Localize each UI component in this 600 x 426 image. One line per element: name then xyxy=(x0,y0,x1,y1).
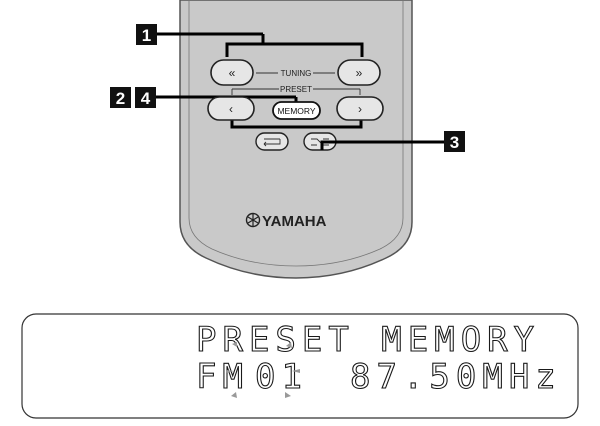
tuning-bracket xyxy=(225,42,364,57)
callout-1-box xyxy=(136,24,157,45)
callout-3-box xyxy=(444,131,465,152)
callout-2-label: 2 xyxy=(116,89,125,108)
display-panel xyxy=(21,313,579,419)
tuning-fork-icon xyxy=(245,212,261,228)
callout-1-label: 1 xyxy=(142,26,151,45)
preset-label: PRESET xyxy=(280,85,312,94)
yamaha-logo: YAMAHA xyxy=(245,212,327,230)
shuffle-icon xyxy=(311,138,329,146)
preset-up-label: › xyxy=(358,102,362,116)
repeat-button[interactable] xyxy=(255,132,289,151)
display-line-1: PRESET MEMORY xyxy=(196,320,540,360)
display-band: FM xyxy=(196,357,249,397)
tuning-up-label: » xyxy=(356,66,363,80)
preset-up-button[interactable] xyxy=(336,96,384,121)
memory-label: MEMORY xyxy=(277,106,315,116)
tuning-down-label: « xyxy=(229,66,236,80)
display-preset-number: 01 xyxy=(255,357,308,397)
remote-body xyxy=(179,0,413,279)
preset-down-label: ‹ xyxy=(229,102,233,116)
preset-down-button[interactable] xyxy=(207,96,255,121)
memory-button[interactable] xyxy=(272,101,321,120)
tuning-label: TUNING xyxy=(281,69,312,78)
tuning-up-button[interactable] xyxy=(337,59,381,86)
remote-body-inner-edge xyxy=(188,0,404,267)
display-frequency: 87.50MHz xyxy=(350,357,562,397)
repeat-icon xyxy=(263,138,281,147)
tuning-down-button[interactable] xyxy=(210,59,254,86)
callout-3-leader xyxy=(320,140,444,150)
callout-2-box xyxy=(110,87,131,108)
preset-bracket xyxy=(230,120,363,129)
callout-3-label: 3 xyxy=(450,133,459,152)
brand-label: YAMAHA xyxy=(262,213,327,230)
blink-indicator xyxy=(226,342,300,398)
callout-4-label: 4 xyxy=(141,89,151,108)
callout-4-box xyxy=(135,87,156,108)
